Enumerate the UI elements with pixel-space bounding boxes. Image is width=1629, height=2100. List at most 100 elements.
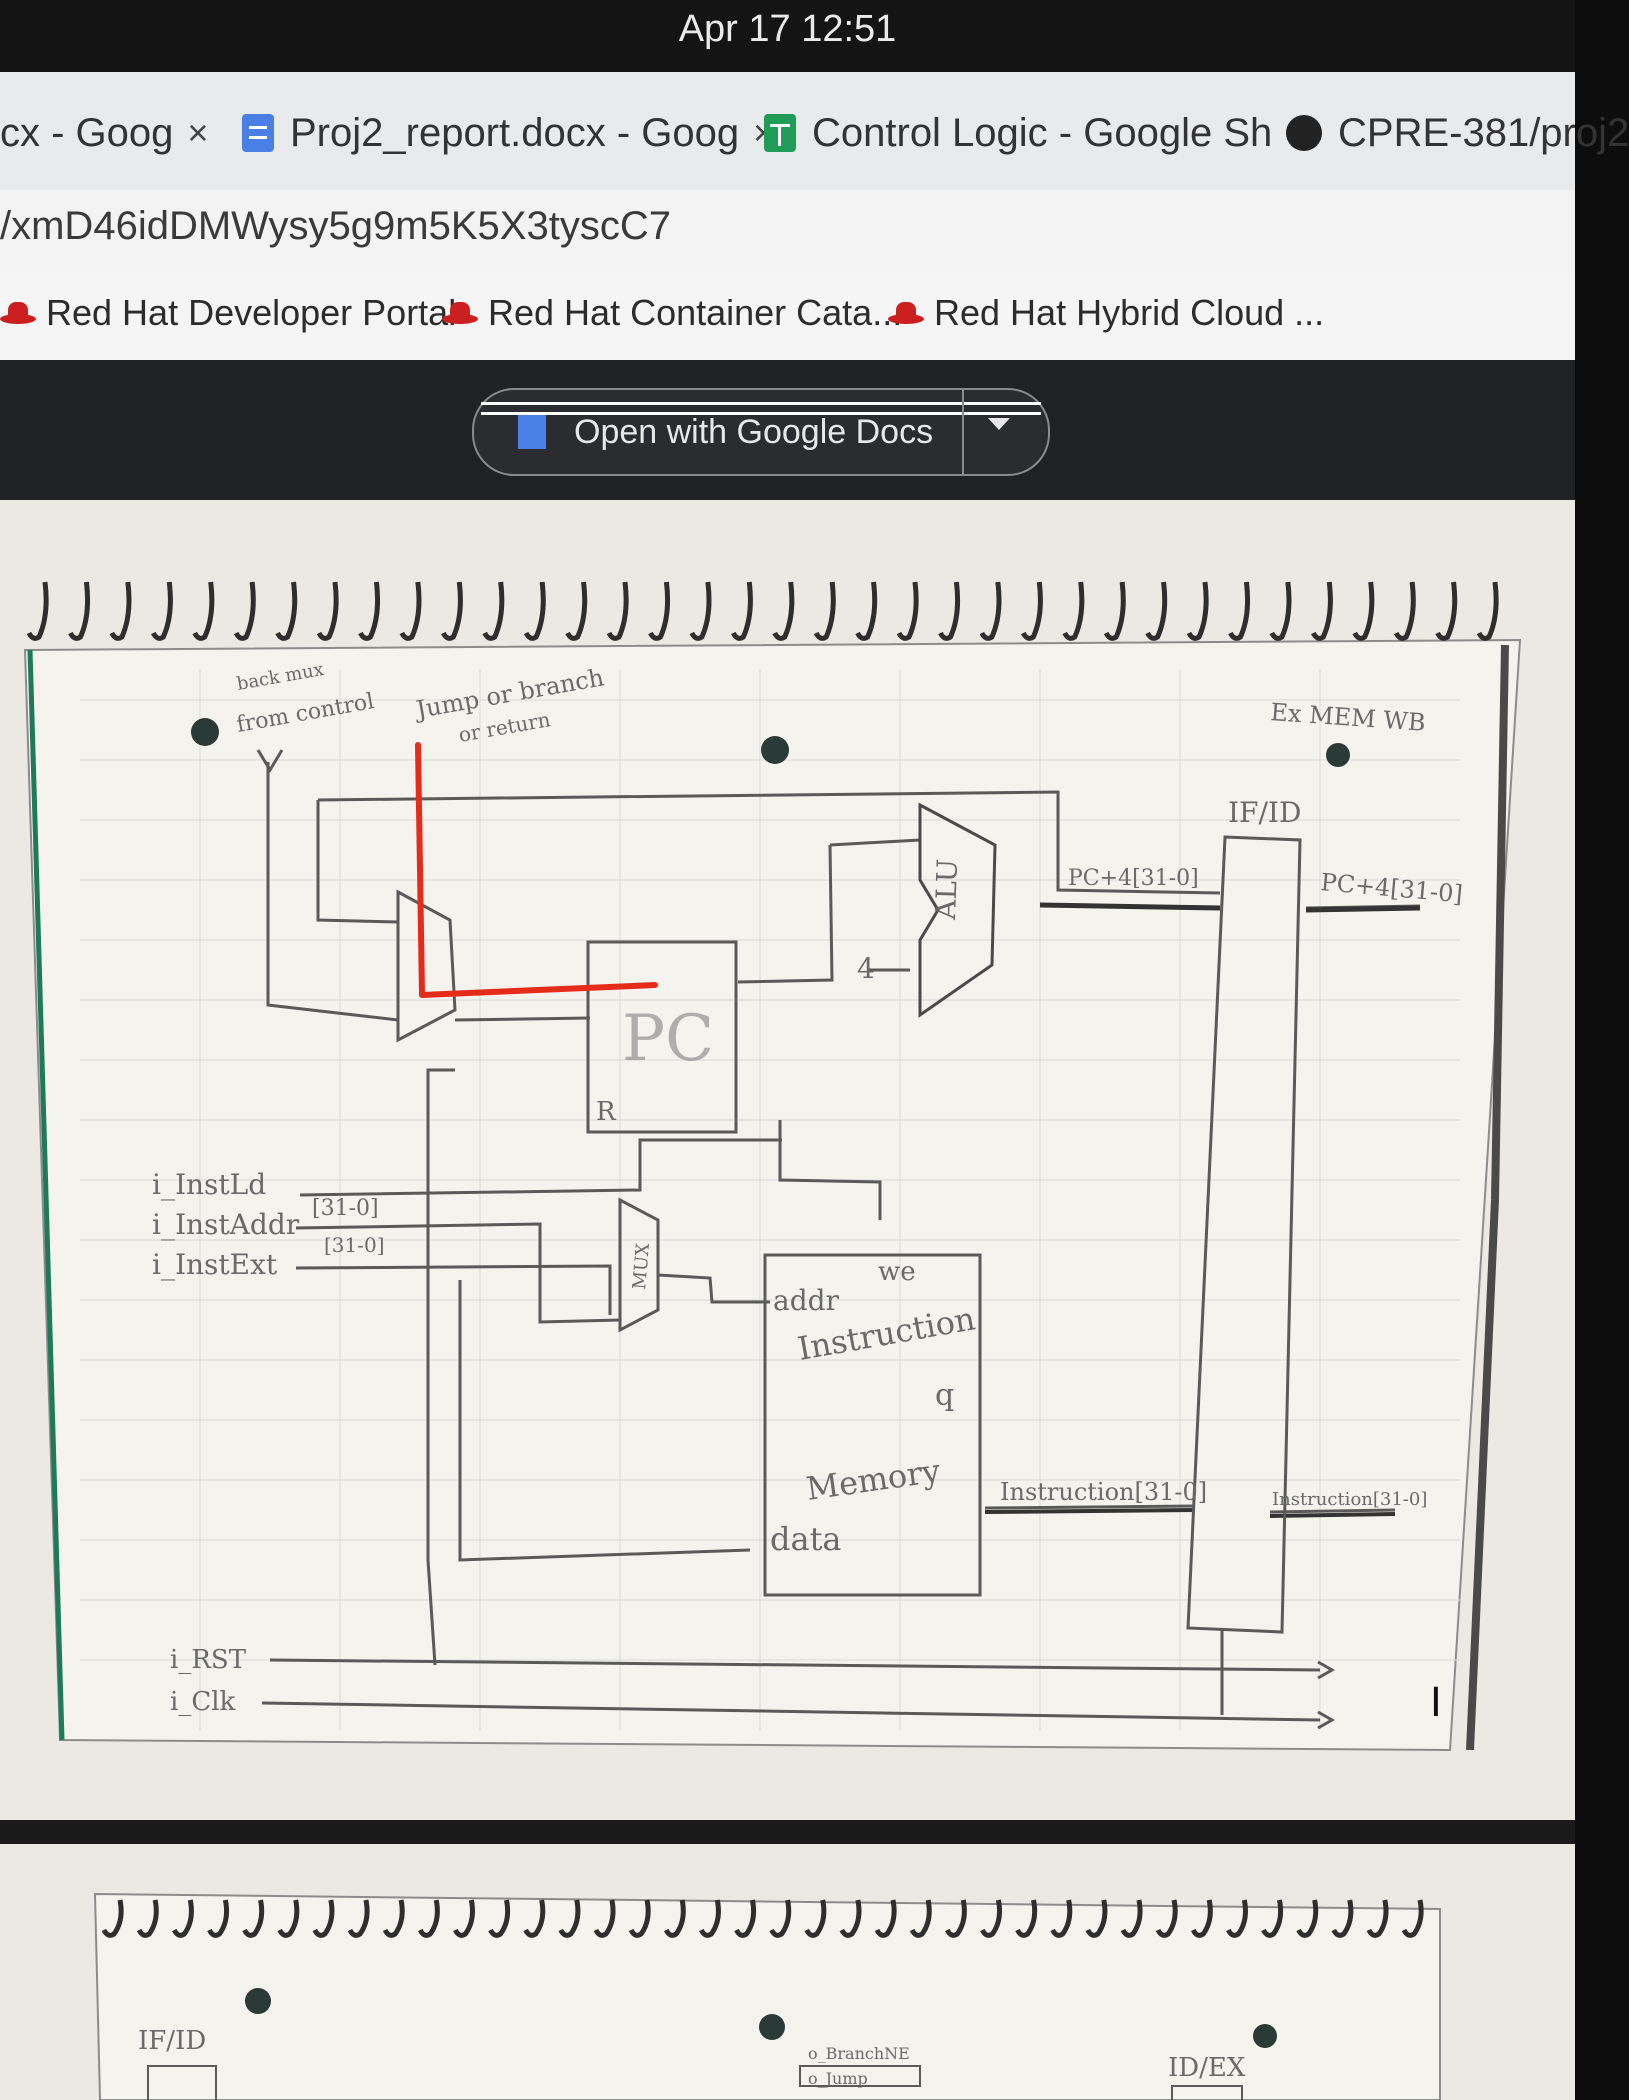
spiral-loop <box>558 1899 581 1938</box>
mem-data-label: data <box>770 1520 842 1558</box>
bookmark-redhat-hybrid-cloud[interactable]: Red Hat Hybrid Cloud ... <box>888 292 1324 334</box>
pc-label: PC <box>622 1002 714 1076</box>
spiral-loop <box>1155 1899 1178 1938</box>
spiral-loop <box>1311 581 1333 641</box>
close-icon[interactable]: × <box>187 112 209 153</box>
red-annotation-stroke <box>415 742 658 998</box>
pc4-wire <box>1039 902 1221 911</box>
pc4-in-label: PC+4[31-0] <box>1068 866 1199 891</box>
spiral-loop <box>136 1899 159 1938</box>
arrow-icon <box>1317 1660 1336 1680</box>
spiral-loop <box>1366 1899 1389 1938</box>
bookmark-label: Red Hat Developer Portal <box>46 292 457 333</box>
punch-hole <box>1326 743 1350 767</box>
if-id-label: IF/ID <box>138 2026 206 2056</box>
spiral-loop <box>689 581 712 641</box>
spiral-loop <box>1186 581 1209 641</box>
spiral-loop <box>382 1899 405 1938</box>
redhat-icon <box>0 302 36 324</box>
spiral-loop <box>1226 1899 1248 1938</box>
bookmark-redhat-container-catalog[interactable]: Red Hat Container Cata... <box>442 292 902 334</box>
arrow-icon <box>256 749 284 773</box>
spiral-loop <box>980 1899 1003 1938</box>
punch-hole <box>759 2014 785 2040</box>
document-page-2: IF/ID o_BranchNE o_Jump ID/EX <box>0 1844 1575 2100</box>
spiral-loop <box>1296 1899 1319 1938</box>
rst-label: i_RST <box>170 1645 247 1675</box>
spiral-loop <box>399 581 422 641</box>
spiral-loop <box>109 581 132 641</box>
spiral-loop <box>1476 581 1499 641</box>
spiral-loop <box>312 1899 335 1938</box>
spiral-loop <box>275 581 298 641</box>
pc-reset-label: R <box>596 1097 617 1127</box>
spiral-loop <box>1261 1899 1284 1938</box>
page-gap <box>0 1820 1575 1844</box>
instruction-in-label: Instruction[31-0] <box>1000 1478 1207 1506</box>
spiral-loop <box>565 581 588 641</box>
mem-q-label: q <box>935 1378 954 1413</box>
pc-source-mux <box>396 889 457 1043</box>
alu-const-label: 4 <box>857 952 875 985</box>
notebook-edge <box>1466 644 1509 1751</box>
spiral-loop <box>1021 581 1043 641</box>
bookmark-redhat-developer-portal[interactable]: Red Hat Developer Portal <box>0 292 456 334</box>
spiral-loop <box>26 581 49 641</box>
spiral-loop <box>1015 1899 1038 1938</box>
spiral-loop <box>1393 581 1416 641</box>
spiral-loop <box>663 1899 686 1938</box>
url-text[interactable]: /xmD46idDMWysy5g9m5K5X3tyscC7 <box>0 204 671 248</box>
tab-proj2-report[interactable]: Proj2_report.docx - Goog × <box>242 98 774 168</box>
text-cursor-icon: I <box>1430 1680 1442 1726</box>
spiral-loop <box>482 581 505 641</box>
spiral-loop <box>358 581 381 641</box>
github-icon <box>1286 115 1322 151</box>
spiral-loop <box>277 1899 300 1938</box>
clk-label: i_Clk <box>170 1687 236 1717</box>
spiral-loop <box>192 581 215 641</box>
spiral-loop <box>1352 581 1375 641</box>
spiral-loop <box>1401 1899 1424 1938</box>
spiral-loop <box>1103 581 1126 641</box>
document-viewer-toolbar: Open with Google Docs <box>0 360 1575 500</box>
spiral-loop <box>1145 581 1168 641</box>
if-id-label: IF/ID <box>1228 796 1301 829</box>
spiral-loop <box>909 1899 932 1938</box>
redhat-icon <box>888 302 924 324</box>
spiral-loop <box>804 1899 827 1938</box>
spiral-loop <box>839 1899 862 1938</box>
sheets-icon <box>764 114 796 152</box>
bookmark-label: Red Hat Hybrid Cloud ... <box>934 292 1325 333</box>
spiral-loop <box>523 1899 546 1938</box>
bus-width-label-a: [31-0] <box>312 1196 379 1221</box>
system-clock[interactable]: Apr 17 12:51 <box>678 8 897 50</box>
inst-addr-label: i_InstAddr <box>152 1208 300 1241</box>
spiral-loop <box>233 581 256 641</box>
address-bar[interactable]: /xmD46idDMWysy5g9m5K5X3tyscC7 <box>0 190 1575 274</box>
spiral-loop <box>855 581 878 641</box>
mux-label: MUX <box>629 1242 654 1290</box>
arrow-icon <box>1317 1710 1336 1730</box>
pc4-out-wire <box>1305 905 1421 913</box>
tab-label: cx - Goog <box>0 110 174 155</box>
tab-label: Proj2_report.docx - Goog <box>290 110 740 155</box>
spiral-loop <box>1062 581 1085 641</box>
open-with-google-docs-button[interactable]: Open with Google Docs <box>472 388 1050 476</box>
tab-docx[interactable]: cx - Goog × <box>0 98 208 168</box>
pencil-wires <box>261 762 1421 1722</box>
spiral-loop <box>874 1899 897 1938</box>
docs-icon <box>518 415 546 449</box>
control-box <box>799 2065 921 2087</box>
mem-we-label: we <box>878 1257 916 1287</box>
spiral-loop <box>772 581 795 641</box>
spiral-loop <box>1050 1899 1073 1938</box>
tab-github-proj2[interactable]: CPRE-381/proj2 <box>1286 98 1629 168</box>
punch-hole <box>245 1988 271 2014</box>
tab-control-logic[interactable]: Control Logic - Google Sh × <box>764 98 1307 168</box>
chevron-down-icon[interactable] <box>988 418 1010 430</box>
spiral-loop <box>207 1899 230 1938</box>
spiral-loop <box>734 1899 757 1938</box>
bookmarks-bar: Red Hat Developer Portal Red Hat Contain… <box>0 272 1575 362</box>
button-divider <box>962 390 964 474</box>
browser-tab-strip: cx - Goog × Proj2_report.docx - Goog × C… <box>0 72 1629 192</box>
